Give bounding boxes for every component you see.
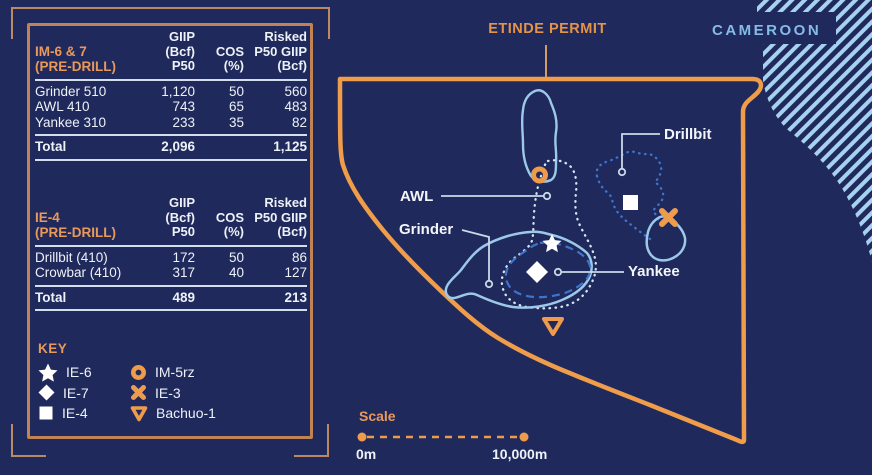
- grinder-field-outline: [444, 230, 593, 309]
- column-header-giip: GIIP (Bcf) P50: [165, 195, 195, 239]
- square-icon: [39, 406, 53, 420]
- key-item-ie6: IE-6: [38, 362, 130, 383]
- key-item-label: IE-3: [155, 384, 181, 401]
- column-header-cos: COS (%): [215, 43, 244, 73]
- drillbit-leader-dot: [617, 167, 627, 177]
- table-title-line1: IM-6 & 7: [35, 43, 87, 59]
- table-row: AWL 410 743 65 483: [35, 99, 307, 114]
- scale-bar-start-dot: [357, 432, 367, 442]
- column-header-giip: GIIP (Bcf) P50: [165, 29, 195, 73]
- table-divider: [35, 244, 307, 247]
- column-header-risked: Risked P50 GIIP (Bcf): [254, 29, 307, 73]
- scale-bar-end-dot: [519, 432, 529, 442]
- marker-ie7-diamond-icon: [526, 261, 548, 283]
- table-ie4-predrill: IE-4 (PRE-DRILL) GIIP (Bcf) P50 COS (%) …: [35, 195, 307, 311]
- table-row: Yankee 310 233 35 82: [35, 114, 307, 130]
- data-panel-box: [27, 23, 313, 439]
- table-divider: [35, 134, 307, 136]
- grinder-leader-line: [461, 229, 490, 280]
- table-im6-7-predrill: IM-6 & 7 (PRE-DRILL) GIIP (Bcf) P50 COS …: [35, 29, 307, 161]
- table-divider: [35, 309, 307, 311]
- table-total-row: Total 2,096 1,125: [35, 139, 307, 154]
- key-item-ie3: IE-3: [130, 383, 290, 404]
- key-item-label: IE-4: [62, 405, 88, 422]
- etinde-permit-label: ETINDE PERMIT: [488, 21, 607, 37]
- marker-ie6-star-icon: [542, 234, 562, 253]
- key-item-label: IE-6: [66, 364, 92, 381]
- map-key: KEY IE-6 IE-7 IE-4 IM-5rz IE-3: [38, 341, 298, 424]
- marker-ie3-x-icon: [659, 208, 678, 227]
- grinder-leader-dot: [484, 279, 494, 289]
- awl-field-label: AWL: [400, 188, 434, 205]
- x-icon: [131, 385, 146, 401]
- table-title: IE-4 (PRE-DRILL): [35, 210, 155, 240]
- column-header-risked: Risked P50 GIIP (Bcf): [254, 195, 307, 239]
- marker-im5rz-circle-icon: [531, 166, 548, 184]
- awl-field-outline: [500, 159, 598, 310]
- awl-leader-dot: [542, 191, 552, 201]
- column-header-cos: COS (%): [215, 209, 244, 239]
- cameroon-landmass: [757, 0, 872, 262]
- key-items: IE-6 IE-7 IE-4 IM-5rz IE-3 Bachuo-1: [38, 362, 298, 424]
- table-title-line2: (PRE-DRILL): [35, 224, 116, 240]
- cameroon-label: CAMEROON: [712, 22, 822, 39]
- ie3-field-outline: [645, 215, 687, 262]
- table-divider: [35, 78, 307, 81]
- yankee-field-label: Yankee: [628, 263, 680, 280]
- drillbit-leader-line: [621, 133, 660, 168]
- table-title-line1: IE-4: [35, 209, 60, 225]
- table-rows: Grinder 510 1,120 50 560 AWL 410 743 65 …: [35, 81, 307, 131]
- key-item-label: IE-7: [63, 384, 89, 401]
- triangle-icon: [130, 405, 148, 422]
- leader-lines: [441, 133, 660, 289]
- table-divider: [35, 158, 307, 161]
- table-total-row: Total 489 213: [35, 289, 307, 305]
- im5rz-field-outline: [520, 89, 558, 183]
- key-item-label: IM-5rz: [155, 364, 195, 381]
- marker-ie4-square-icon: [623, 195, 638, 210]
- table-row: Grinder 510 1,120 50 560: [35, 83, 307, 99]
- scale-title: Scale: [359, 408, 396, 424]
- table-header: IE-4 (PRE-DRILL) GIIP (Bcf) P50 COS (%) …: [35, 195, 307, 240]
- table-header: IM-6 & 7 (PRE-DRILL) GIIP (Bcf) P50 COS …: [35, 29, 307, 74]
- key-item-ie4: IE-4: [38, 403, 130, 424]
- key-item-label: Bachuo-1: [156, 405, 216, 422]
- grinder-field-label: Grinder: [399, 221, 454, 238]
- table-divider: [35, 284, 307, 287]
- table-row: Drillbit (410) 172 50 86: [35, 249, 307, 265]
- key-title: KEY: [38, 341, 68, 356]
- table-title: IM-6 & 7 (PRE-DRILL): [35, 44, 155, 74]
- star-icon: [38, 363, 58, 382]
- key-item-im5rz: IM-5rz: [130, 362, 290, 383]
- table-rows: Drillbit (410) 172 50 86 Crowbar (410) 3…: [35, 247, 307, 281]
- drillbit-field-outline-trail: [595, 174, 652, 241]
- key-item-bachuo1: Bachuo-1: [130, 403, 290, 424]
- yankee-leader-dot: [553, 267, 563, 277]
- scale-start-label: 0m: [356, 446, 377, 462]
- drillbit-field-outline: [595, 150, 665, 226]
- drillbit-field-label: Drillbit: [664, 126, 712, 143]
- permit-boundary: [337, 76, 764, 445]
- scale-end-label: 10,000m: [492, 446, 548, 462]
- diamond-icon: [38, 384, 55, 401]
- ring-icon: [131, 364, 146, 380]
- table-row: Crowbar (410) 317 40 127: [35, 265, 307, 280]
- key-item-ie7: IE-7: [38, 383, 130, 404]
- table-title-line2: (PRE-DRILL): [35, 58, 116, 74]
- marker-bachuo1-triangle-icon: [542, 317, 564, 336]
- yankee-field-outline: [504, 241, 592, 299]
